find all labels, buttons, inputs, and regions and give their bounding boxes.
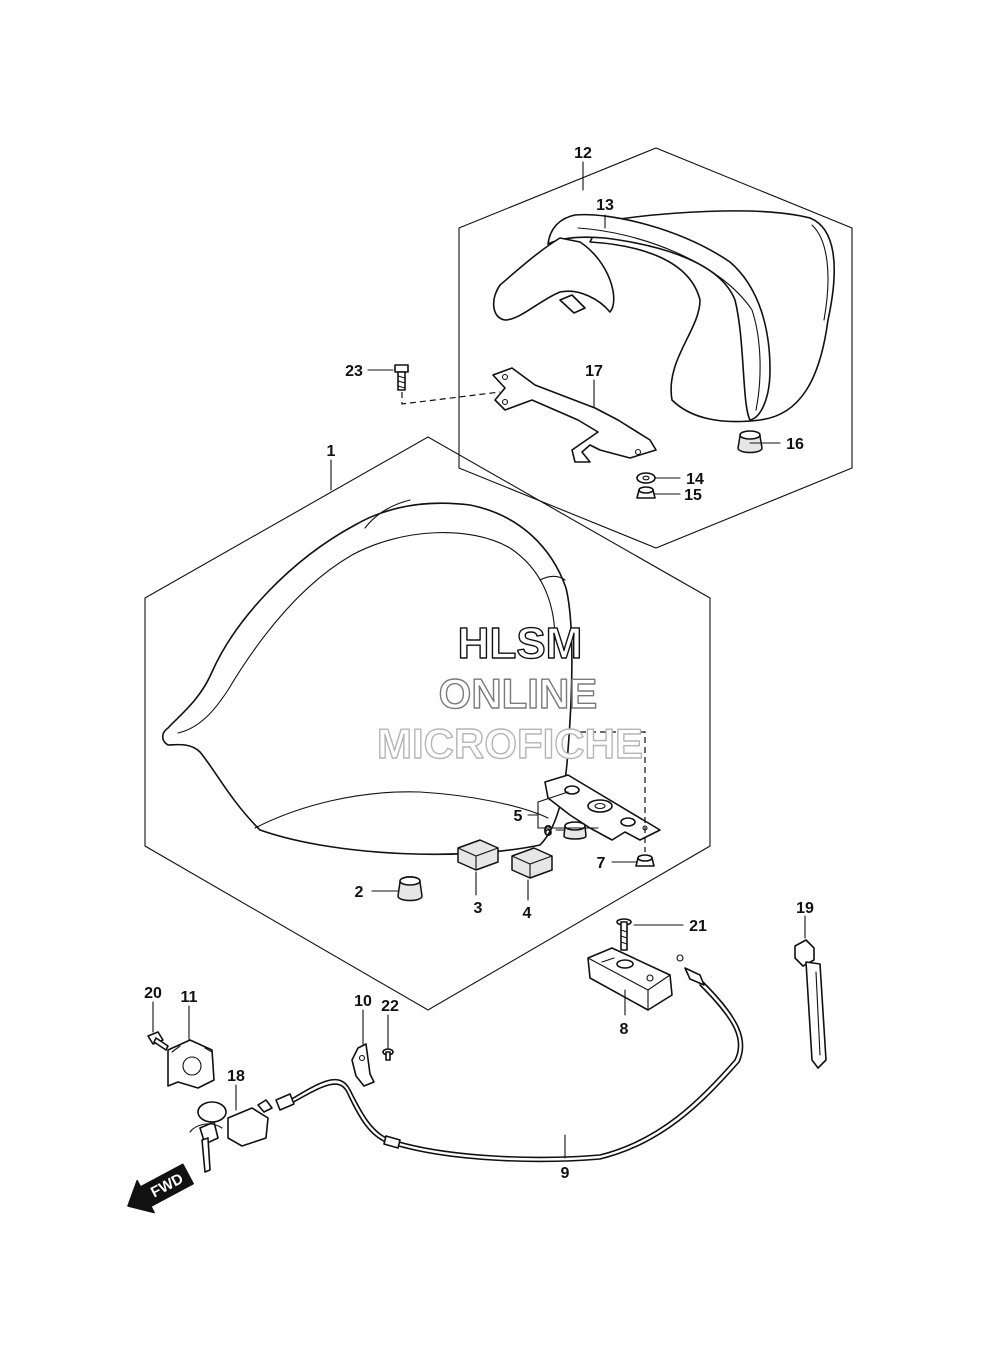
screw-21[interactable]	[616, 918, 632, 951]
callout-12: 12	[574, 145, 592, 162]
callout-13: 13	[596, 197, 614, 214]
passenger-seat[interactable]	[492, 210, 836, 423]
callout-8: 8	[620, 1021, 629, 1038]
pad-4[interactable]	[511, 847, 553, 879]
pad-3[interactable]	[457, 839, 499, 871]
callout-2: 2	[355, 884, 364, 901]
cushion-2[interactable]	[397, 876, 423, 902]
callout-22: 22	[381, 998, 399, 1015]
watermark-line-1: HLSM	[458, 619, 583, 668]
nut-7[interactable]	[635, 854, 655, 867]
bolt-23[interactable]	[394, 364, 409, 391]
callout-15: 15	[684, 487, 702, 504]
cable-tie[interactable]	[794, 939, 827, 1069]
callout-5: 5	[514, 808, 523, 825]
callout-4: 4	[523, 905, 532, 922]
bolt-23-dashed-guide	[401, 391, 501, 405]
callout-21: 21	[689, 918, 707, 935]
callout-17: 17	[585, 363, 603, 380]
main-seat-group-outline	[144, 436, 711, 1011]
main-seat[interactable]	[161, 499, 573, 856]
cushion-6[interactable]	[563, 821, 587, 840]
cushion-16[interactable]	[737, 430, 763, 454]
callout-10: 10	[354, 993, 372, 1010]
callout-19: 19	[796, 900, 814, 917]
callout-20: 20	[144, 985, 162, 1002]
seat-lock-cable[interactable]	[275, 954, 744, 1163]
seat-lock[interactable]	[189, 1099, 273, 1173]
callout-1: 1	[327, 443, 336, 460]
seat-bracket-dashed-guide	[560, 731, 646, 852]
callout-7: 7	[597, 855, 606, 872]
callout-16: 16	[786, 436, 804, 453]
passenger-seat-bracket[interactable]	[492, 367, 657, 463]
seat-lock-striker[interactable]	[587, 947, 673, 1011]
callout-23: 23	[345, 363, 363, 380]
callout-14: 14	[686, 471, 704, 488]
bolt-20[interactable]	[147, 1031, 169, 1051]
washer-14[interactable]	[636, 472, 656, 484]
callout-3: 3	[474, 900, 483, 917]
callout-6: 6	[544, 823, 553, 840]
lock-bracket[interactable]	[167, 1039, 215, 1089]
callout-11: 11	[181, 989, 198, 1006]
passenger-seat-group-outline	[458, 147, 853, 549]
plate-10[interactable]	[351, 1043, 375, 1087]
watermark-line-3: MICROFICHE	[377, 720, 643, 767]
nut-15[interactable]	[636, 486, 656, 499]
fwd-arrow: FWD	[127, 1163, 194, 1214]
watermark-line-2: ONLINE	[439, 670, 598, 717]
main-seat-bracket[interactable]	[544, 774, 661, 841]
leader-lines	[152, 161, 806, 1159]
screw-22[interactable]	[382, 1048, 394, 1061]
callout-18: 18	[227, 1068, 245, 1085]
callout-9: 9	[561, 1165, 570, 1182]
